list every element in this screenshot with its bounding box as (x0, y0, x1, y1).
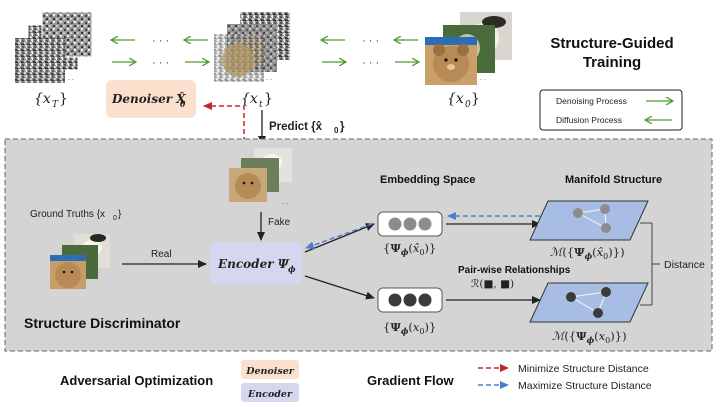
real-embedding-vector (377, 287, 443, 313)
svg-text:Encoder Ψ: Encoder Ψ (217, 257, 290, 271)
svg-text:0: 0 (113, 215, 117, 222)
svg-text:θ: θ (180, 99, 186, 109)
svg-text:· · ·: · · · (362, 57, 379, 69)
ground-truth-image-stack (50, 234, 110, 289)
ground-truths-label: Ground Truths {x (30, 209, 105, 220)
svg-text:Denoiser X̂: Denoiser X̂ (111, 91, 186, 106)
svg-text:}: } (118, 209, 122, 220)
distance-bracket (640, 222, 660, 306)
denoiser-chip: Denoiser (241, 360, 299, 379)
relation-label: ℛ(■, ■) (471, 278, 514, 290)
pairwise-label: Pair-wise Relationships (458, 265, 571, 276)
partial-noise-image-stack: . . (214, 12, 290, 82)
encoder-box: Encoder Ψ ϕ (210, 242, 302, 284)
gradient-to-denoiser (203, 102, 245, 222)
svg-text:· · ·: · · · (152, 35, 169, 47)
fake-manifold (529, 200, 649, 241)
svg-text:. .: . . (266, 75, 272, 82)
svg-text:T: T (52, 100, 59, 110)
encoder-to-real-embedding (304, 275, 375, 300)
svg-text:. .: . . (68, 75, 74, 82)
real-manifold (529, 282, 649, 323)
encoder-to-fake-embedding (304, 223, 375, 253)
svg-text:. .: . . (480, 75, 486, 82)
denoiser-box: Denoiser X̂ θ (106, 80, 196, 118)
clean-image-stack: . . (425, 12, 512, 85)
predicted-image-stack: . . (229, 148, 292, 206)
noise-image-stack: . . (14, 11, 93, 84)
process-arrows-right: · · · · · · (322, 35, 418, 69)
svg-text:}: } (264, 91, 273, 107)
manifold-structure-title: Manifold Structure (565, 174, 662, 186)
minimize-label: Minimize Structure Distance (518, 363, 649, 375)
svg-text:· · ·: · · · (362, 35, 379, 47)
training-title-line1: Structure-Guided (550, 35, 673, 52)
svg-text:t: t (259, 100, 263, 110)
label-x0: {x (447, 91, 464, 107)
svg-text:}: } (340, 121, 345, 133)
svg-text:ϕ: ϕ (288, 264, 296, 274)
predict-label: Predict {x̂ (269, 121, 323, 133)
process-legend: Denoising Process Diffusion Process (539, 89, 683, 131)
fake-embedding-label: {Ψϕ(x̂0)} (383, 241, 436, 257)
real-embedding-label: {Ψϕ(x0)} (383, 320, 436, 336)
embedding-space-title: Embedding Space (380, 174, 475, 186)
svg-text:· · ·: · · · (152, 57, 169, 69)
gradient-flow-label: Gradient Flow (367, 373, 455, 388)
svg-text:0: 0 (334, 126, 339, 135)
svg-text:}: } (59, 91, 68, 107)
maximize-label: Maximize Structure Distance (518, 380, 652, 392)
svg-text:}: } (471, 91, 480, 107)
legend-denoising: Denoising Process (556, 96, 627, 106)
blue-grad-to-encoder (305, 223, 373, 250)
svg-text:Encoder: Encoder (247, 389, 293, 400)
label-xt: {x (241, 91, 258, 107)
label-xT: {x (34, 91, 51, 107)
real-label: Real (151, 249, 172, 260)
fake-label: Fake (268, 217, 291, 228)
adversarial-label: Adversarial Optimization (60, 373, 213, 388)
training-title-line2: Training (583, 54, 641, 71)
discriminator-title: Structure Discriminator (24, 315, 181, 331)
fake-embedding-vector (377, 211, 443, 237)
svg-text:. .: . . (282, 199, 288, 206)
svg-text:Denoiser: Denoiser (245, 366, 295, 377)
distance-label: Distance (664, 259, 705, 271)
svg-text:0: 0 (465, 100, 471, 110)
encoder-chip: Encoder (241, 383, 299, 402)
legend-diffusion: Diffusion Process (556, 115, 622, 125)
process-arrows-left: · · · · · · (112, 35, 208, 69)
